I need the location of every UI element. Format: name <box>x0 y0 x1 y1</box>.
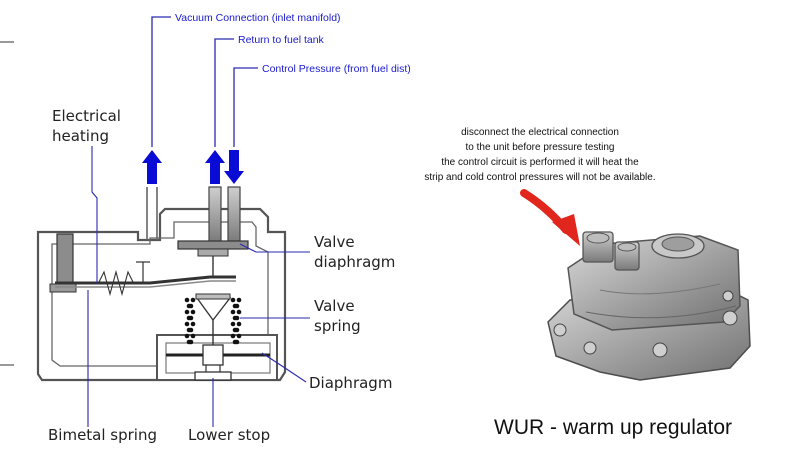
spring-coil-dot <box>230 321 236 327</box>
flow-arrows <box>142 150 244 184</box>
label-electrical-heating-line1: Electrical <box>52 107 121 125</box>
lower-diaphragm-part <box>166 344 270 366</box>
heating-coil <box>97 269 135 297</box>
vacuum-pipe <box>146 187 158 240</box>
spring-coil-dot <box>234 315 240 321</box>
red-pointer-arrow <box>520 189 580 246</box>
spring-coil-dot <box>236 297 242 303</box>
spring-coil-dot <box>230 297 236 303</box>
return-arrow <box>205 150 225 184</box>
note-line-4: strip and cold control pressures will no… <box>424 172 655 183</box>
spring-coil-dot <box>190 309 196 315</box>
part-label-leaders <box>87 146 310 427</box>
valve-spring-coils <box>184 297 242 345</box>
spring-coil-dot <box>184 321 190 327</box>
spring-coil-dot <box>190 333 196 339</box>
label-diaphragm: Diaphragm <box>309 374 392 392</box>
spring-coil-dot <box>236 309 242 315</box>
spring-coil-dot <box>230 333 236 339</box>
label-vacuum-connection: Vacuum Connection (inlet manifold) <box>175 12 341 24</box>
wur-photo <box>547 231 751 381</box>
label-valve-spring-line1: Valve <box>314 297 355 315</box>
valve-cone <box>195 293 232 345</box>
warning-note: disconnect the electrical connection to … <box>424 127 655 183</box>
spring-coil-dot <box>190 297 196 303</box>
vacuum-arrow <box>142 150 162 184</box>
note-line-3: the control circuit is performed it will… <box>441 157 639 168</box>
spring-coil-dot <box>230 309 236 315</box>
spring-coil-dot <box>188 315 194 321</box>
valve-diaphragm-part <box>177 240 249 276</box>
spring-coil-dot <box>184 309 190 315</box>
spring-coil-dot <box>184 297 190 303</box>
return-pipe <box>208 186 222 243</box>
spring-coil-dot <box>188 339 194 345</box>
label-control-pressure: Control Pressure (from fuel dist) <box>262 63 411 75</box>
note-line-1: disconnect the electrical connection <box>461 127 619 138</box>
label-valve-spring-line2: spring <box>314 317 361 335</box>
spring-coil-dot <box>234 339 240 345</box>
note-line-2: to the unit before pressure testing <box>466 142 615 153</box>
spring-coil-dot <box>184 333 190 339</box>
label-valve-diaphragm-line2: diaphragm <box>314 253 395 271</box>
label-electrical-heating-line2: heating <box>52 127 109 145</box>
spring-coil-dot <box>236 321 242 327</box>
spring-coil-dot <box>188 327 194 333</box>
bimetal-spring-part <box>49 233 236 293</box>
control-pressure-pipe <box>227 186 241 243</box>
label-bimetal-spring: Bimetal spring <box>48 426 157 444</box>
label-return-to-fuel-tank: Return to fuel tank <box>238 34 325 46</box>
stop-pin <box>136 261 150 282</box>
top-label-leaders <box>151 16 258 147</box>
spring-coil-dot <box>188 303 194 309</box>
control-pressure-arrow <box>224 150 244 184</box>
spring-coil-dot <box>236 333 242 339</box>
spring-coil-dot <box>234 303 240 309</box>
label-valve-diaphragm-line1: Valve <box>314 233 355 251</box>
spring-coil-dot <box>234 327 240 333</box>
spring-coil-dot <box>190 321 196 327</box>
label-lower-stop: Lower stop <box>188 426 270 444</box>
photo-caption: WUR - warm up regulator <box>494 416 732 439</box>
